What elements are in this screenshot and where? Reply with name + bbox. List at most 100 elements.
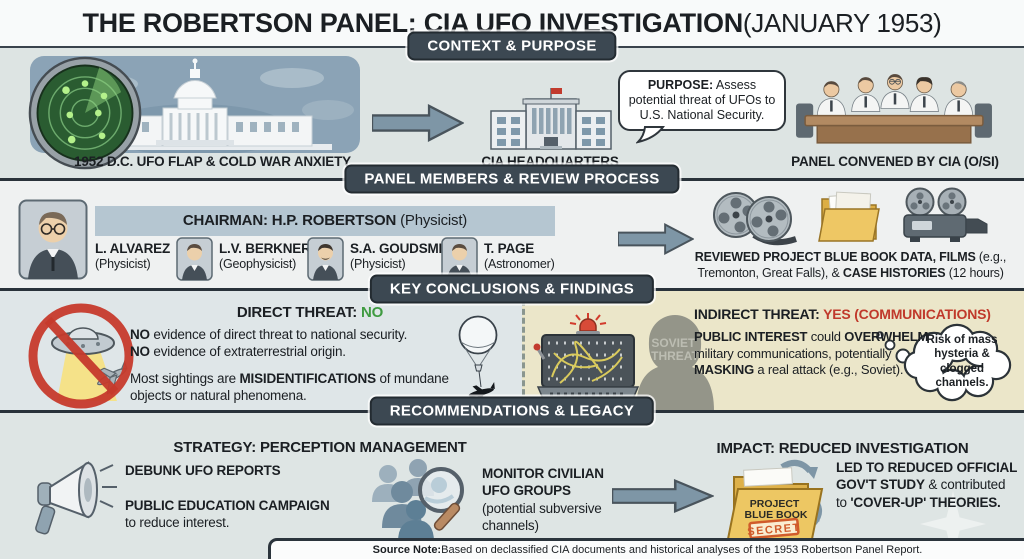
source-note-label: Source Note: <box>372 544 442 556</box>
section-header-context: CONTEXT & PURPOSE <box>407 31 617 61</box>
indirect-threat-label: INDIRECT THREAT: <box>694 306 824 322</box>
review-seg-bold: CASE HISTORIES <box>842 266 946 281</box>
section-conclusions: KEY CONCLUSIONS & FINDINGS DIRECT THREAT… <box>0 274 1024 413</box>
bluebook-folder-icon: PROJECT BLUE BOOK SECRET <box>726 459 824 540</box>
direct-threat-verdict: NO <box>361 304 384 321</box>
direct-line3: Most sightings are <box>130 370 240 386</box>
impact-title: IMPACT: REDUCED INVESTIGATION <box>716 440 969 457</box>
direct-line1: evidence of direct threat to national se… <box>149 327 408 342</box>
arrow-right-icon <box>618 223 694 255</box>
impact-seg-bold: LED TO REDUCED OFFICIAL GOV'T STUDY <box>836 460 1017 493</box>
arrow-right-icon <box>372 104 464 142</box>
indirect-seg: military communications, potentially <box>694 345 892 361</box>
member-goudsmit: S.A. GOUDSMIT (Physicist) <box>350 241 450 271</box>
direct-threat-title: DIRECT THREAT: NO <box>150 304 470 321</box>
member-name: L.V. BERKNER <box>219 241 311 256</box>
indirect-seg: a real attack (e.g., Soviet). <box>754 362 904 378</box>
direct-threat-label: DIRECT THREAT: <box>236 304 362 321</box>
strategy-title: STRATEGY: PERCEPTION MANAGEMENT <box>173 439 467 456</box>
indirect-seg: could <box>807 329 845 344</box>
chairman-label: CHAIRMAN: H.P. ROBERTSON <box>182 212 397 229</box>
member-role: (Astronomer) <box>484 256 555 271</box>
source-note-text: Based on declassified CIA documents and … <box>441 544 923 556</box>
member-role: (Physicist) <box>350 256 406 271</box>
portrait-robertson <box>18 199 88 280</box>
page-title-date: (JANUARY 1953) <box>742 7 942 38</box>
indirect-threat-verdict: YES (COMMUNICATIONS) <box>823 306 991 322</box>
member-name: T. PAGE <box>484 241 535 256</box>
svg-text:SOVIET THREAT: SOVIET THREAT <box>651 336 699 363</box>
education-label: to reduce interest. <box>125 515 230 531</box>
switchboard-icon <box>533 313 640 402</box>
impact-seg: & contributed to <box>836 477 1006 510</box>
section-header-recommendations: RECOMMENDATIONS & LEGACY <box>369 396 655 426</box>
indirect-seg-bold: OVERWHELM <box>844 329 929 344</box>
balloon-plane-icon <box>458 315 498 405</box>
indirect-threat-title: INDIRECT THREAT: YES (COMMUNICATIONS) <box>694 306 1019 322</box>
section-context-purpose: CONTEXT & PURPOSE <box>0 31 1024 180</box>
source-note-bar: Source Note: Based on declassified CIA d… <box>268 538 1024 559</box>
purpose-label: PURPOSE: <box>647 78 714 92</box>
monitor-label: (potential subversive channels) <box>482 500 602 533</box>
radar-caption: 1952 D.C. UFO FLAP & COLD WAR ANXIETY <box>74 154 351 169</box>
panel-caption: PANEL CONVENED BY CIA (O/SI) <box>791 154 999 169</box>
indirect-seg-bold: PUBLIC INTEREST <box>694 329 808 344</box>
crowd-magnifier-icon <box>372 459 464 542</box>
portrait-berkner <box>176 237 213 281</box>
bubble-tail <box>636 126 665 144</box>
film-reels-icon <box>713 192 797 246</box>
member-role: (Geophysicist) <box>219 256 297 271</box>
cloud-text: Risk of mass hysteria & clogged channels… <box>926 334 998 390</box>
impact-seg-bold: 'COVER-UP' THEORIES. <box>850 494 1001 510</box>
review-seg: (e.g., Tremonton, Great Falls), & <box>697 250 1007 281</box>
projector-icon <box>903 187 988 242</box>
monitor-item: MONITOR CIVILIAN UFO GROUPS (potential s… <box>482 465 618 534</box>
debunk-item: DEBUNK UFO REPORTS <box>125 463 281 478</box>
education-item: PUBLIC EDUCATION CAMPAIGN to reduce inte… <box>125 497 355 532</box>
section-header-conclusions: KEY CONCLUSIONS & FINDINGS <box>369 274 655 304</box>
indirect-threat-body: PUBLIC INTEREST could OVERWHELM military… <box>694 329 946 379</box>
folder-icon <box>818 191 880 242</box>
cloud-shape <box>876 323 1012 402</box>
purpose-bubble: PURPOSE: Assess potential threat of UFOs… <box>618 70 786 144</box>
svg-text:PROJECT BLUE BOOK: PROJECT BLUE BOOK <box>745 498 808 521</box>
member-berkner: L.V. BERKNER (Geophysicist) <box>219 241 311 271</box>
direct-line3c: of mundane objects or natural phenomena. <box>130 370 449 403</box>
no-ufo-icon <box>28 303 134 409</box>
education-label-bold: PUBLIC EDUCATION CAMPAIGN <box>125 498 330 513</box>
secret-stamp: SECRET <box>747 517 801 540</box>
monitor-label-bold: MONITOR CIVILIAN UFO GROUPS <box>482 466 604 499</box>
folder-label-line1: PROJECT <box>750 498 800 510</box>
radar-icon <box>28 56 142 170</box>
folder-label-line2: BLUE BOOK <box>745 509 808 521</box>
indirect-seg-bold: MASKING <box>694 362 754 378</box>
section-panel-members: PANEL MEMBERS & REVIEW PROCESS CHAIRMAN:… <box>0 164 1024 291</box>
panel-table-icon <box>796 74 992 144</box>
member-role: (Physicist) <box>95 256 151 271</box>
debunk-label: DEBUNK UFO REPORTS <box>125 463 281 478</box>
star-watermark-icon <box>920 491 986 557</box>
secret-stamp-text: SECRET <box>747 522 801 539</box>
review-seg-bold: REVIEWED PROJECT BLUE BOOK DATA, FILMS <box>694 250 976 264</box>
direct-line3-bold: MISIDENTIFICATIONS <box>239 370 377 386</box>
impact-body: LED TO REDUCED OFFICIAL GOV'T STUDY & co… <box>836 459 1018 511</box>
soviet-silhouette-icon: SOVIET THREAT <box>636 315 714 411</box>
arrow-right-icon <box>612 479 714 513</box>
member-name: L. ALVAREZ <box>95 241 170 256</box>
review-text: REVIEWED PROJECT BLUE BOOK DATA, FILMS (… <box>678 249 1023 282</box>
thought-cloud-icon: Risk of mass hysteria & clogged channels… <box>872 317 1020 409</box>
member-alvarez: L. ALVAREZ (Physicist) <box>95 241 170 271</box>
section-header-members: PANEL MEMBERS & REVIEW PROCESS <box>344 164 680 194</box>
direct-threat-body: NO evidence of direct threat to national… <box>130 326 452 404</box>
soviet-label-line1: SOVIET <box>651 336 696 350</box>
section-recommendations: RECOMMENDATIONS & LEGACY STRATEGY: PERCE… <box>0 396 1024 559</box>
cia-building-icon <box>490 88 612 150</box>
review-seg: (12 hours) <box>945 266 1004 281</box>
soviet-label-line2: THREAT <box>651 349 699 363</box>
purpose-text: Assess potential threat of UFOs to U.S. … <box>628 78 776 122</box>
portrait-goudsmit <box>307 237 344 281</box>
megaphone-icon <box>35 461 117 535</box>
member-name: S.A. GOUDSMIT <box>350 241 451 256</box>
member-page: T. PAGE (Astronomer) <box>484 241 555 271</box>
